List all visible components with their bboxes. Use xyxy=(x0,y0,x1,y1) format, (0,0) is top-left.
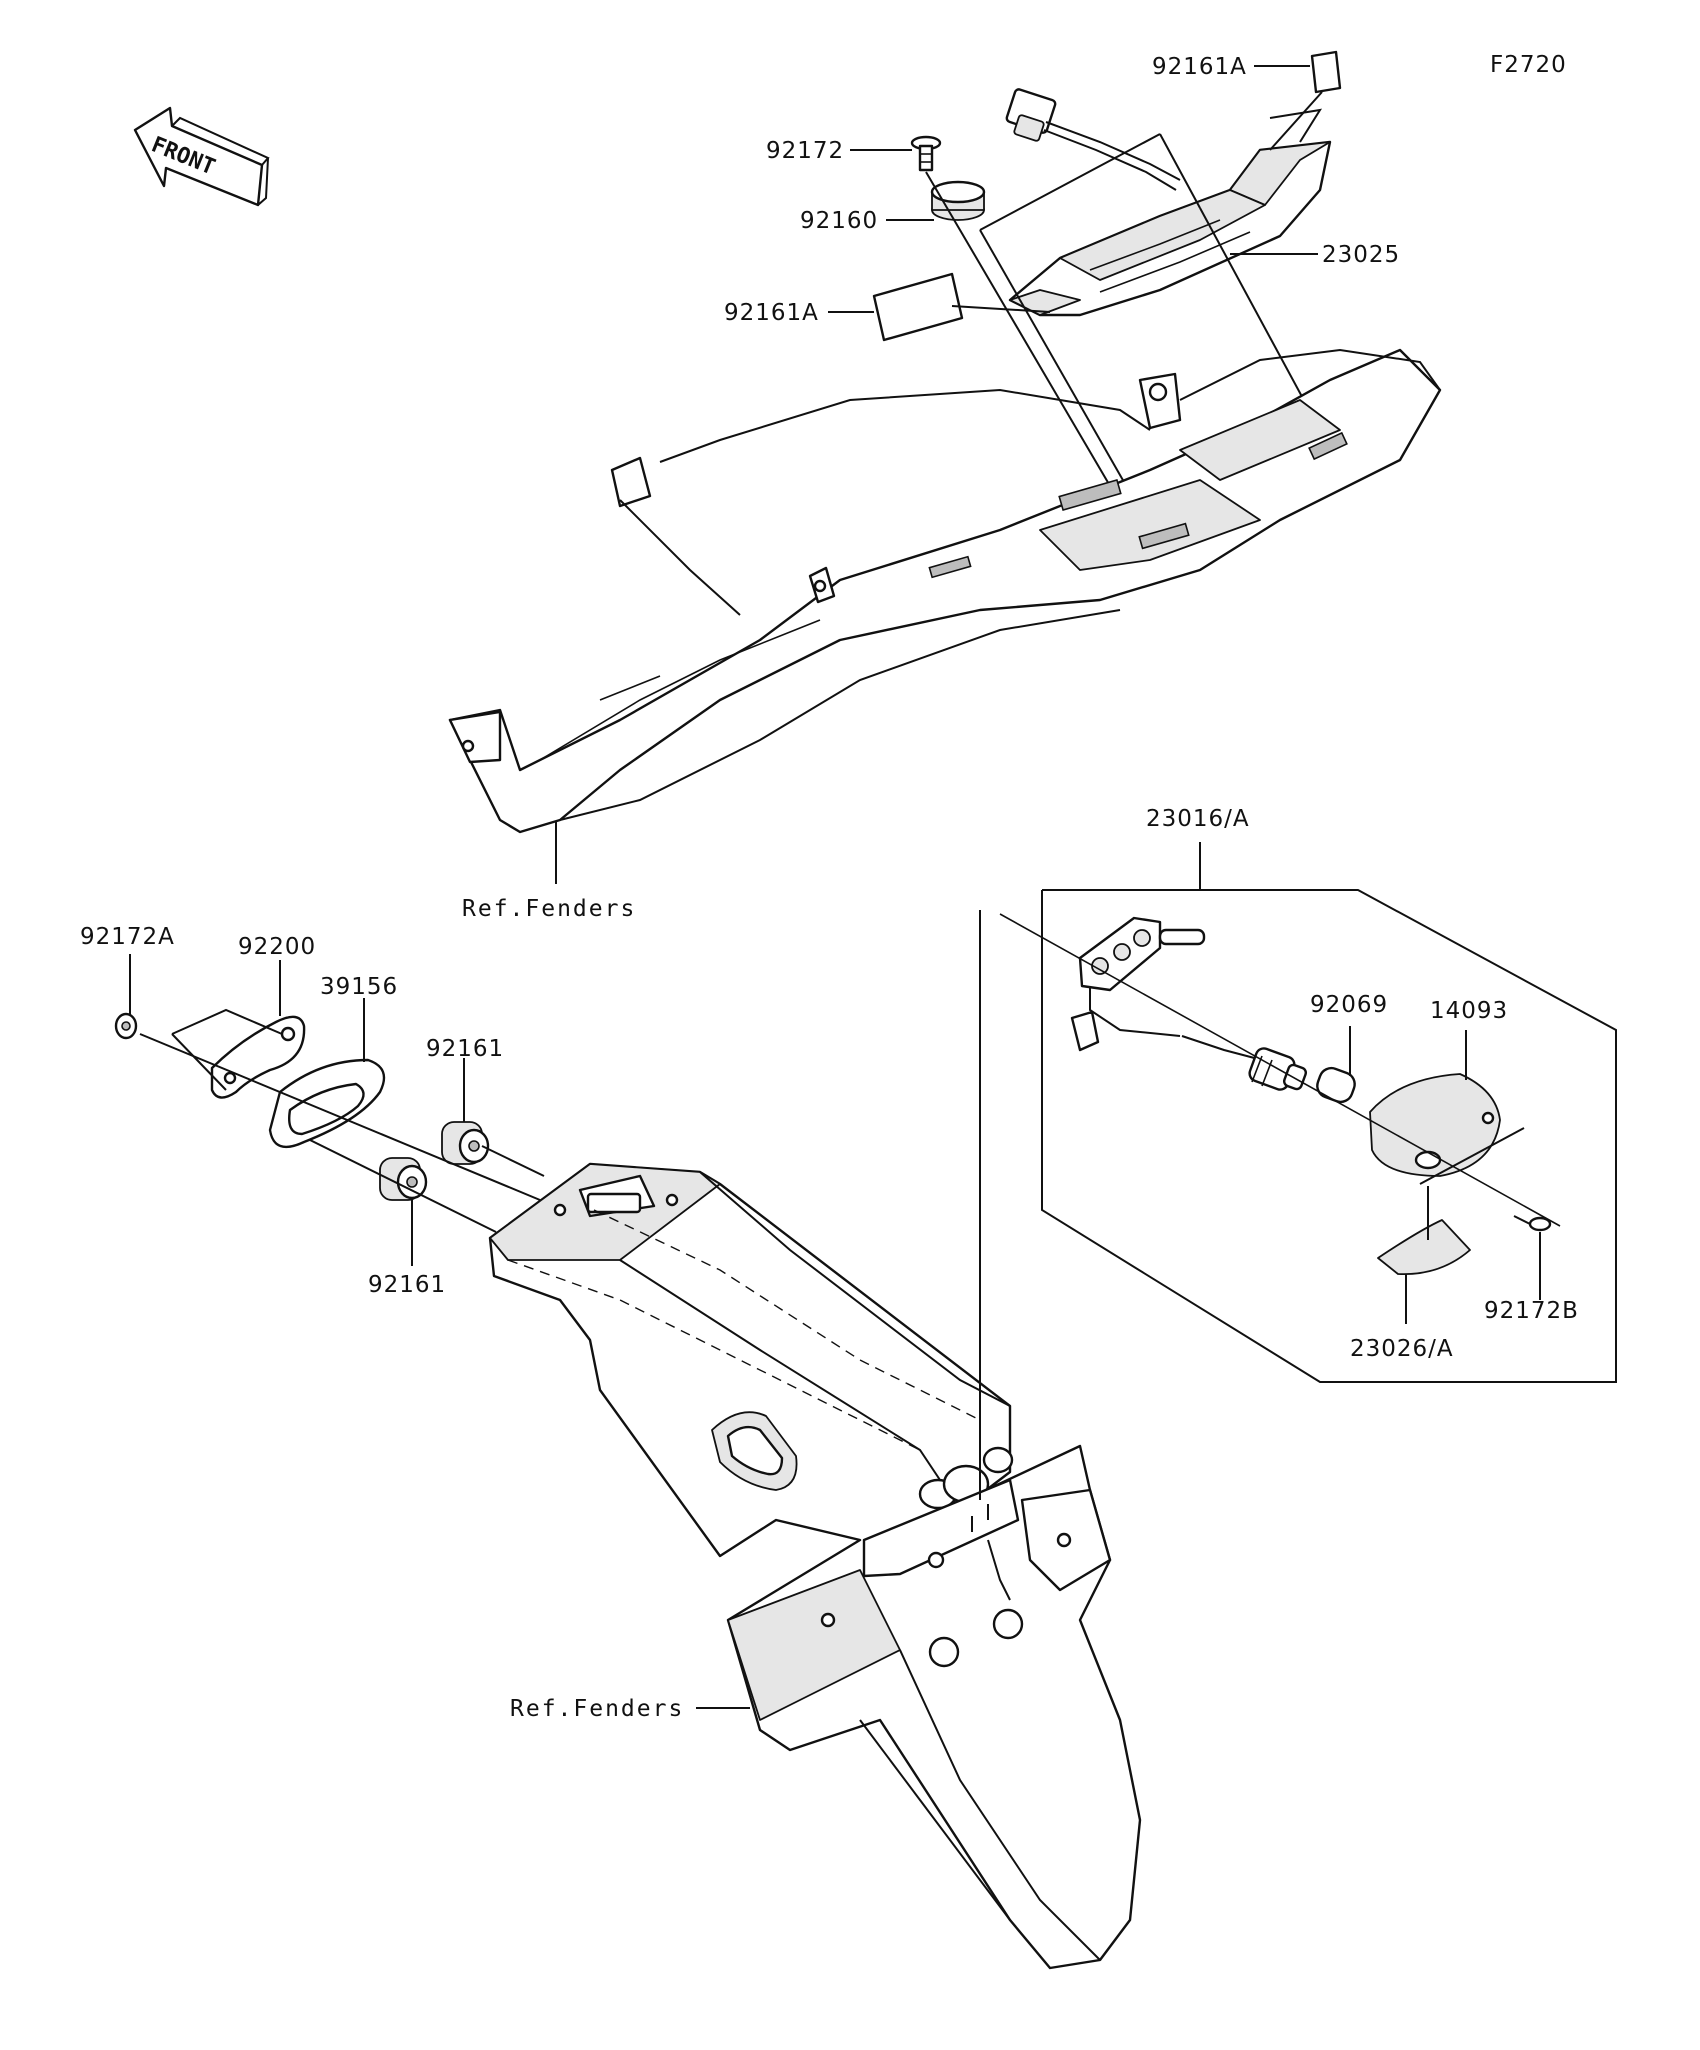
ref-fenders-upper: Ref.Fenders xyxy=(462,896,636,922)
label-92172b: 92172B xyxy=(1484,1298,1579,1324)
label-92172: 92172 xyxy=(766,138,844,164)
label-39156: 39156 xyxy=(320,974,398,1000)
label-92160: 92160 xyxy=(800,208,878,234)
label-92161-upper: 92161 xyxy=(426,1036,504,1062)
label-23016a: 23016/A xyxy=(1146,806,1250,832)
screw-92172a xyxy=(114,1012,138,1040)
rear-fender xyxy=(488,1162,1142,1970)
label-92200: 92200 xyxy=(238,934,316,960)
label-92069: 92069 xyxy=(1310,992,1388,1018)
sticker-92161a-top xyxy=(1310,50,1342,94)
screw-92172 xyxy=(910,135,942,172)
ref-fenders-lower: Ref.Fenders xyxy=(510,1696,684,1722)
bulb-92069 xyxy=(1316,1066,1356,1104)
grommet-92160 xyxy=(930,180,986,221)
tail-light-23025 xyxy=(1005,88,1332,317)
rear-cover-fenders xyxy=(448,348,1442,884)
label-23025: 23025 xyxy=(1322,242,1400,268)
socket xyxy=(1248,1047,1308,1091)
screw-92172b xyxy=(1513,1215,1552,1232)
label-92172a: 92172A xyxy=(80,924,175,950)
turn-signal-bracket xyxy=(1070,916,1206,1052)
label-92161a-top: 92161A xyxy=(1152,54,1247,80)
label-92161-lower: 92161 xyxy=(368,1272,446,1298)
reflector-23026a xyxy=(1377,1219,1471,1275)
sticker-92161a-mid xyxy=(872,272,964,342)
label-14093: 14093 xyxy=(1430,998,1508,1024)
front-arrow-icon: FRONT xyxy=(133,106,270,207)
grommet-92161-upper xyxy=(441,1121,490,1165)
lens-14093 xyxy=(1369,1073,1501,1177)
label-23026a: 23026/A xyxy=(1350,1336,1454,1362)
figure-code: F2720 xyxy=(1490,52,1567,78)
turn-signal-group-box xyxy=(1041,889,1617,1383)
label-92161a-mid: 92161A xyxy=(724,300,819,326)
gasket-39156 xyxy=(268,1058,386,1149)
